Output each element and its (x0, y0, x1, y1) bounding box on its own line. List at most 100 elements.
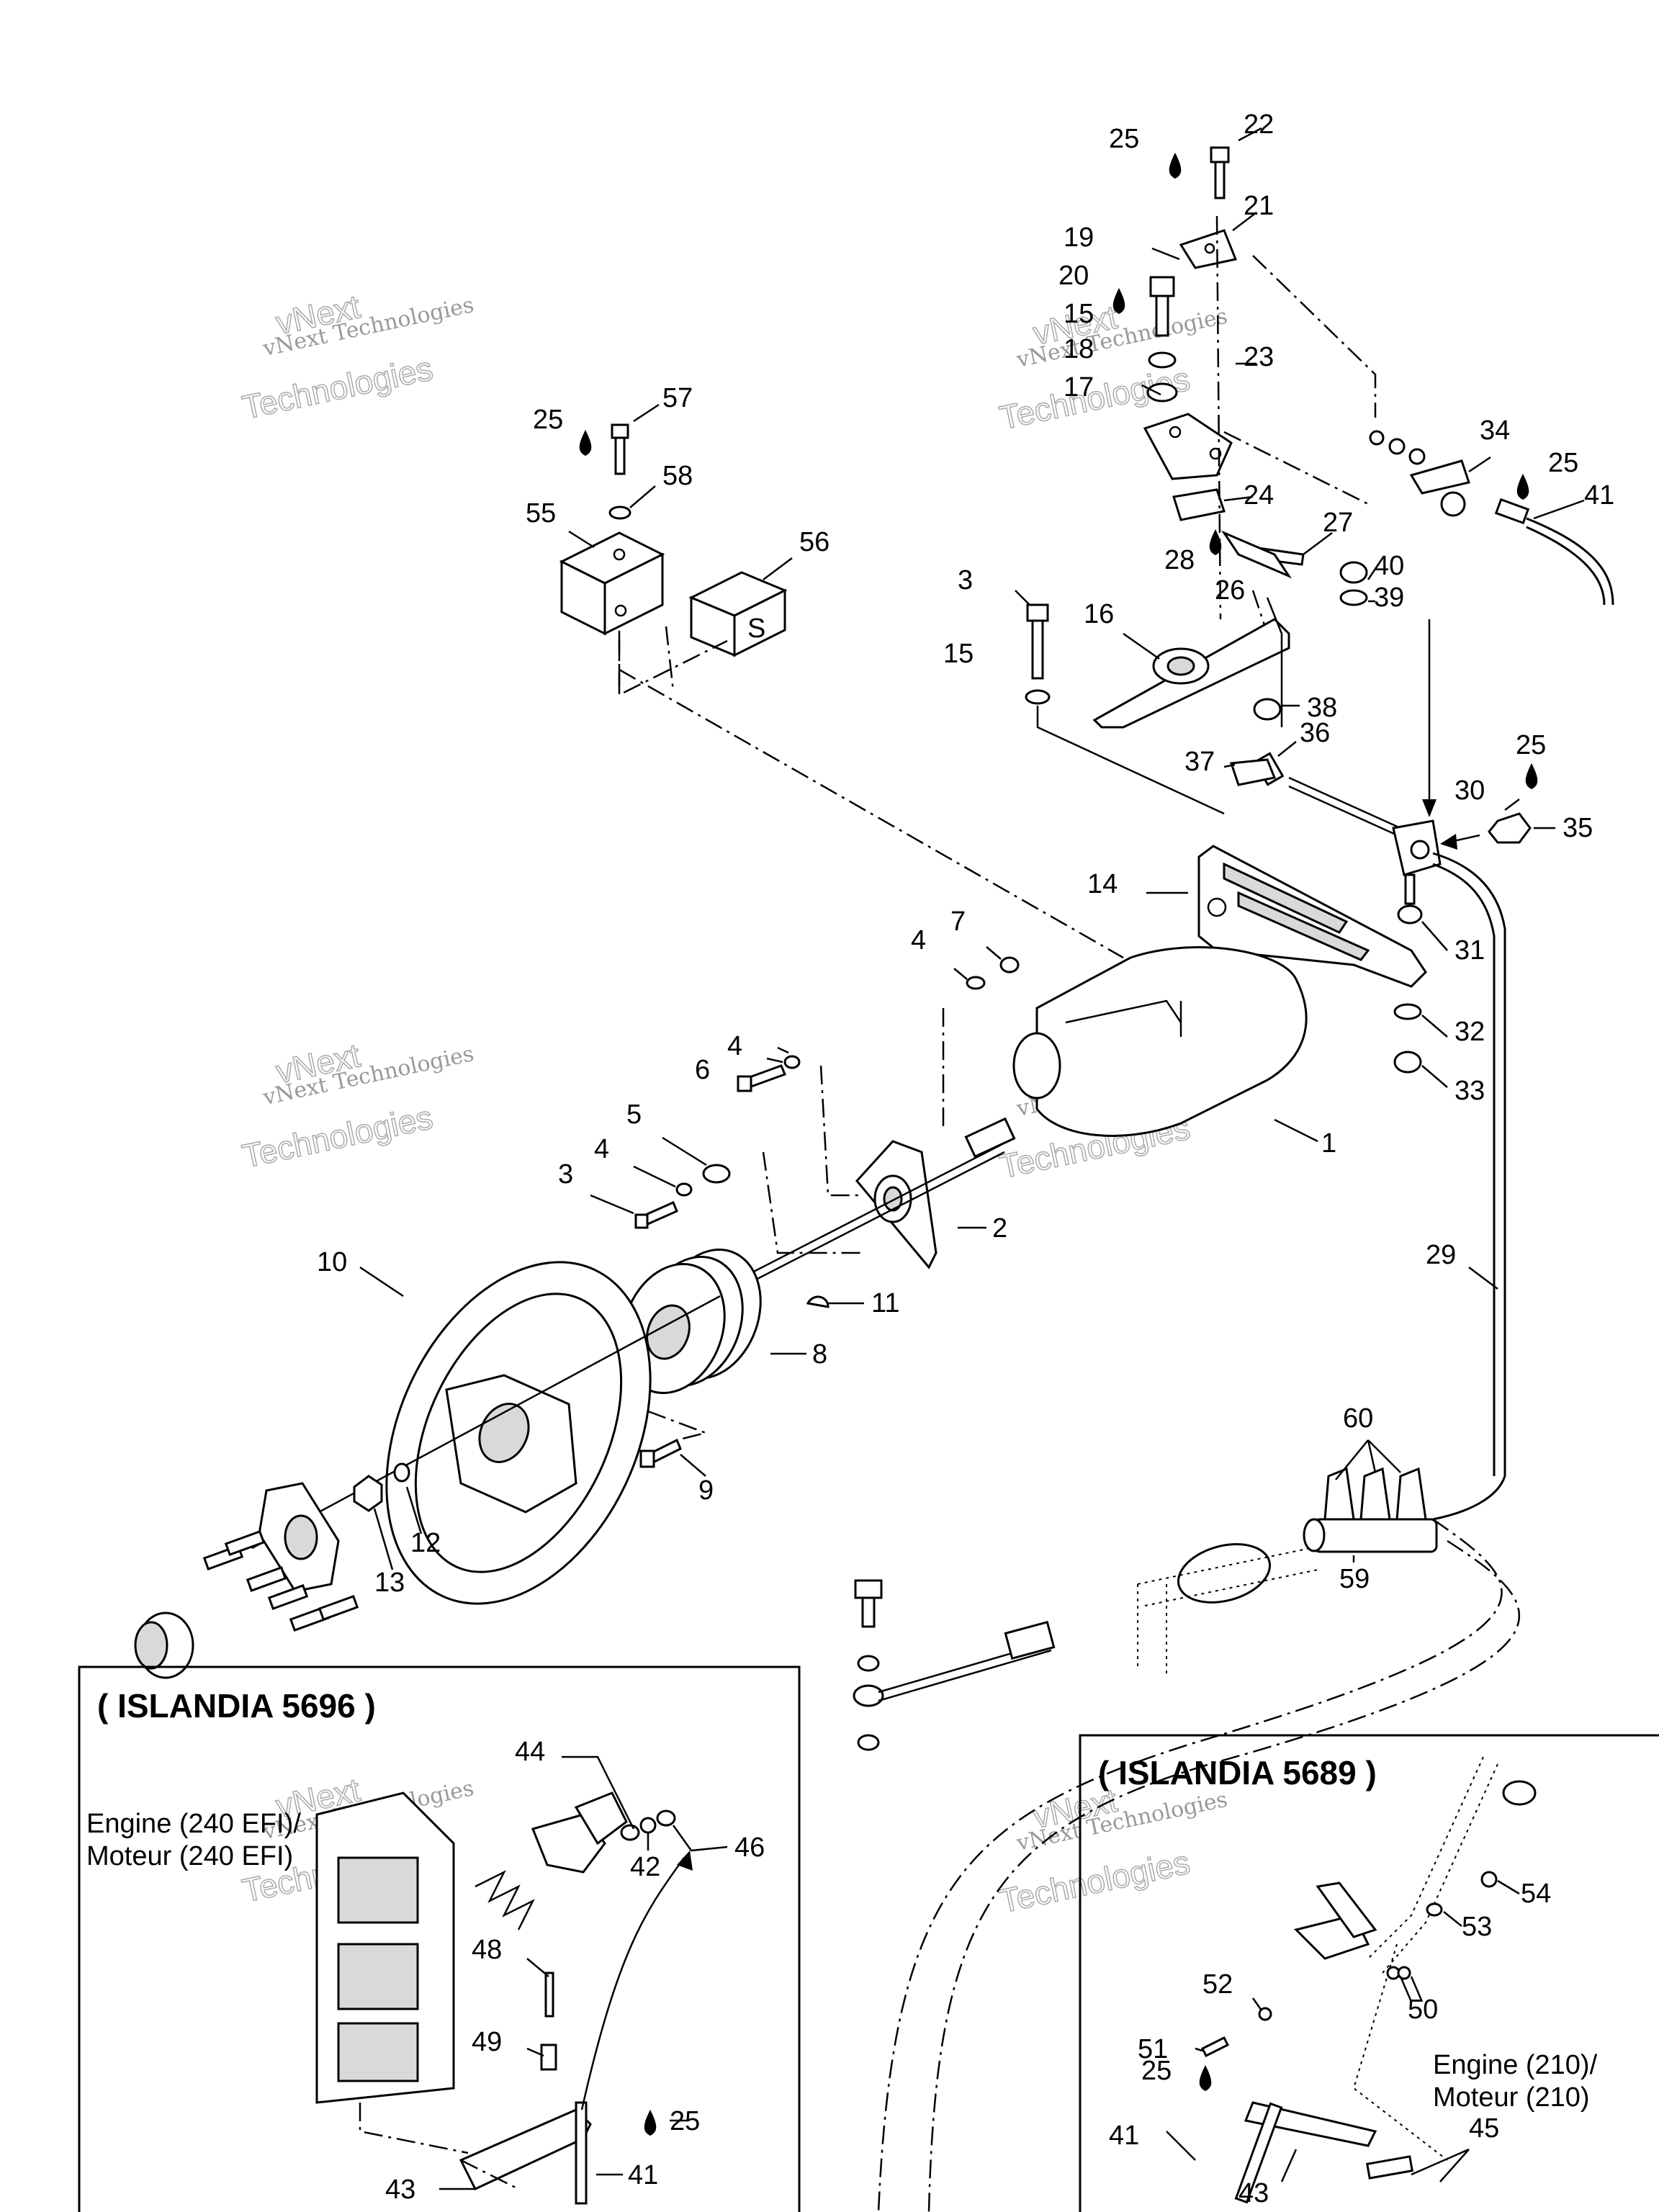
part-5-washer (702, 1164, 731, 1184)
callout-49: 49 (472, 2027, 502, 2057)
islandia-5689-title: ( ISLANDIA 5689 ) (1098, 1754, 1377, 1791)
left-cable-bracket (459, 2101, 592, 2205)
islandia-5696-title: ( ISLANDIA 5696 ) (97, 1687, 376, 1725)
callout-59: 59 (1339, 1564, 1370, 1594)
callout-37: 37 (1184, 747, 1215, 777)
callout-2: 2 (992, 1213, 1007, 1244)
islandia-5689-box (1079, 1734, 1659, 2212)
lower-cable-long (877, 1518, 1503, 2212)
s-block-label: S (747, 613, 765, 644)
leader-dash-top-1 (1215, 215, 1222, 620)
left-arrow-head (677, 1851, 693, 1871)
leader-dash-top-3 (1223, 431, 1369, 505)
callout-60: 60 (1343, 1403, 1373, 1434)
callout-9: 9 (698, 1475, 714, 1506)
callout-57: 57 (662, 383, 693, 413)
callout-42: 42 (630, 1852, 660, 1882)
watermark-3: vNext Technologies vNext Technologies (238, 1035, 476, 1175)
hub-bolts (202, 1530, 359, 1632)
part-19-bolt (1149, 276, 1175, 337)
right-cable-bracket (1234, 2101, 1377, 2204)
callout-21: 21 (1244, 191, 1274, 221)
right-throttle-linkage (1352, 1756, 1537, 2161)
leader-bracket-2 (819, 1065, 860, 1197)
callout-56: 56 (799, 527, 830, 557)
part-17-bracket (1143, 413, 1233, 480)
part-24-block (1172, 488, 1226, 521)
part-58-washer (608, 505, 631, 520)
part-21-plate (1179, 229, 1238, 269)
part-42-washer (639, 1817, 657, 1834)
shaft-wheel (251, 1295, 721, 1550)
part-29-cable-b (1432, 863, 1496, 1476)
callout-26: 26 (1215, 575, 1245, 606)
part-55-bracket (559, 531, 665, 636)
part-52-washer (1258, 2007, 1272, 2021)
callout-53: 53 (1462, 1912, 1492, 1942)
part-38-nut (1253, 698, 1282, 721)
part-49-sleeve (540, 2044, 557, 2071)
part-56-block: S (688, 571, 788, 657)
leader-55-2 (665, 626, 675, 692)
callout-52: 52 (1202, 1969, 1233, 2000)
part-2-bracket (855, 1140, 938, 1269)
hub-plate (258, 1482, 340, 1593)
sealant-drop-icon (644, 2110, 657, 2136)
callout-30: 30 (1455, 775, 1485, 806)
part-3-bolt-top (1026, 603, 1049, 680)
callout-18: 18 (1064, 334, 1094, 364)
callout-44: 44 (515, 1737, 545, 1767)
callout-4: 4 (594, 1134, 609, 1164)
callout-4: 4 (727, 1031, 742, 1061)
callout-58: 58 (662, 461, 693, 491)
left-dash-a (359, 2103, 469, 2154)
part-53-washer (1426, 1902, 1443, 1917)
callout-4: 4 (911, 925, 926, 956)
callout-15: 15 (1064, 299, 1094, 329)
callout-50: 50 (1408, 1995, 1438, 2025)
part-4-washer-c (675, 1182, 693, 1197)
sealant-drop-icon (1516, 474, 1529, 500)
callout-13: 13 (374, 1568, 405, 1598)
callout-34: 34 (1480, 415, 1510, 446)
part-3-bolt-mid (634, 1201, 678, 1229)
part-50-bolts (1386, 1966, 1411, 1980)
callout-48: 48 (472, 1935, 502, 1965)
callout-12: 12 (410, 1528, 441, 1558)
callout-23: 23 (1244, 342, 1274, 372)
callout-15: 15 (943, 639, 974, 669)
callout-54: 54 (1521, 1879, 1551, 1909)
callout-32: 32 (1455, 1017, 1485, 1047)
left-engine-manifold (315, 1791, 455, 2104)
part-34-bracket (1369, 430, 1470, 517)
callout-25: 25 (533, 405, 563, 435)
part-36-rod (1253, 752, 1401, 838)
callout-28: 28 (1164, 545, 1195, 575)
leader-38-36 (1266, 597, 1283, 727)
callout-6: 6 (695, 1055, 710, 1085)
callout-5: 5 (626, 1100, 642, 1130)
callout-1: 1 (1321, 1128, 1336, 1159)
part-59-bracket (1303, 1518, 1438, 1553)
right-engine-line2: Moteur (210) (1433, 2082, 1590, 2113)
left-spring (475, 1870, 535, 1930)
part-57-bolt (611, 423, 629, 475)
leader-9 (647, 1410, 709, 1442)
part-46-nut (656, 1809, 676, 1827)
callout-43: 43 (385, 2175, 415, 2205)
right-lever-plate (1294, 1881, 1377, 1960)
left-engine-line1: Engine (240 EFI)/ (86, 1809, 301, 1839)
callout-27: 27 (1323, 508, 1353, 538)
callout-29: 29 (1426, 1240, 1456, 1270)
lower-cable-long-b (927, 1539, 1520, 2212)
right-engine-line1: Engine (210)/ (1433, 2050, 1598, 2080)
callout-3: 3 (558, 1159, 573, 1190)
watermark-1: vNext Technologies vNext Technologies (238, 287, 476, 426)
callout-25: 25 (1109, 124, 1139, 154)
part-37-bolt (1229, 758, 1277, 786)
sealant-drop-icon (1169, 153, 1182, 179)
watermark-2: vNext Technologies vNext Technologies (996, 297, 1230, 437)
part-12-washer (393, 1462, 410, 1483)
callout-3: 3 (958, 565, 973, 595)
